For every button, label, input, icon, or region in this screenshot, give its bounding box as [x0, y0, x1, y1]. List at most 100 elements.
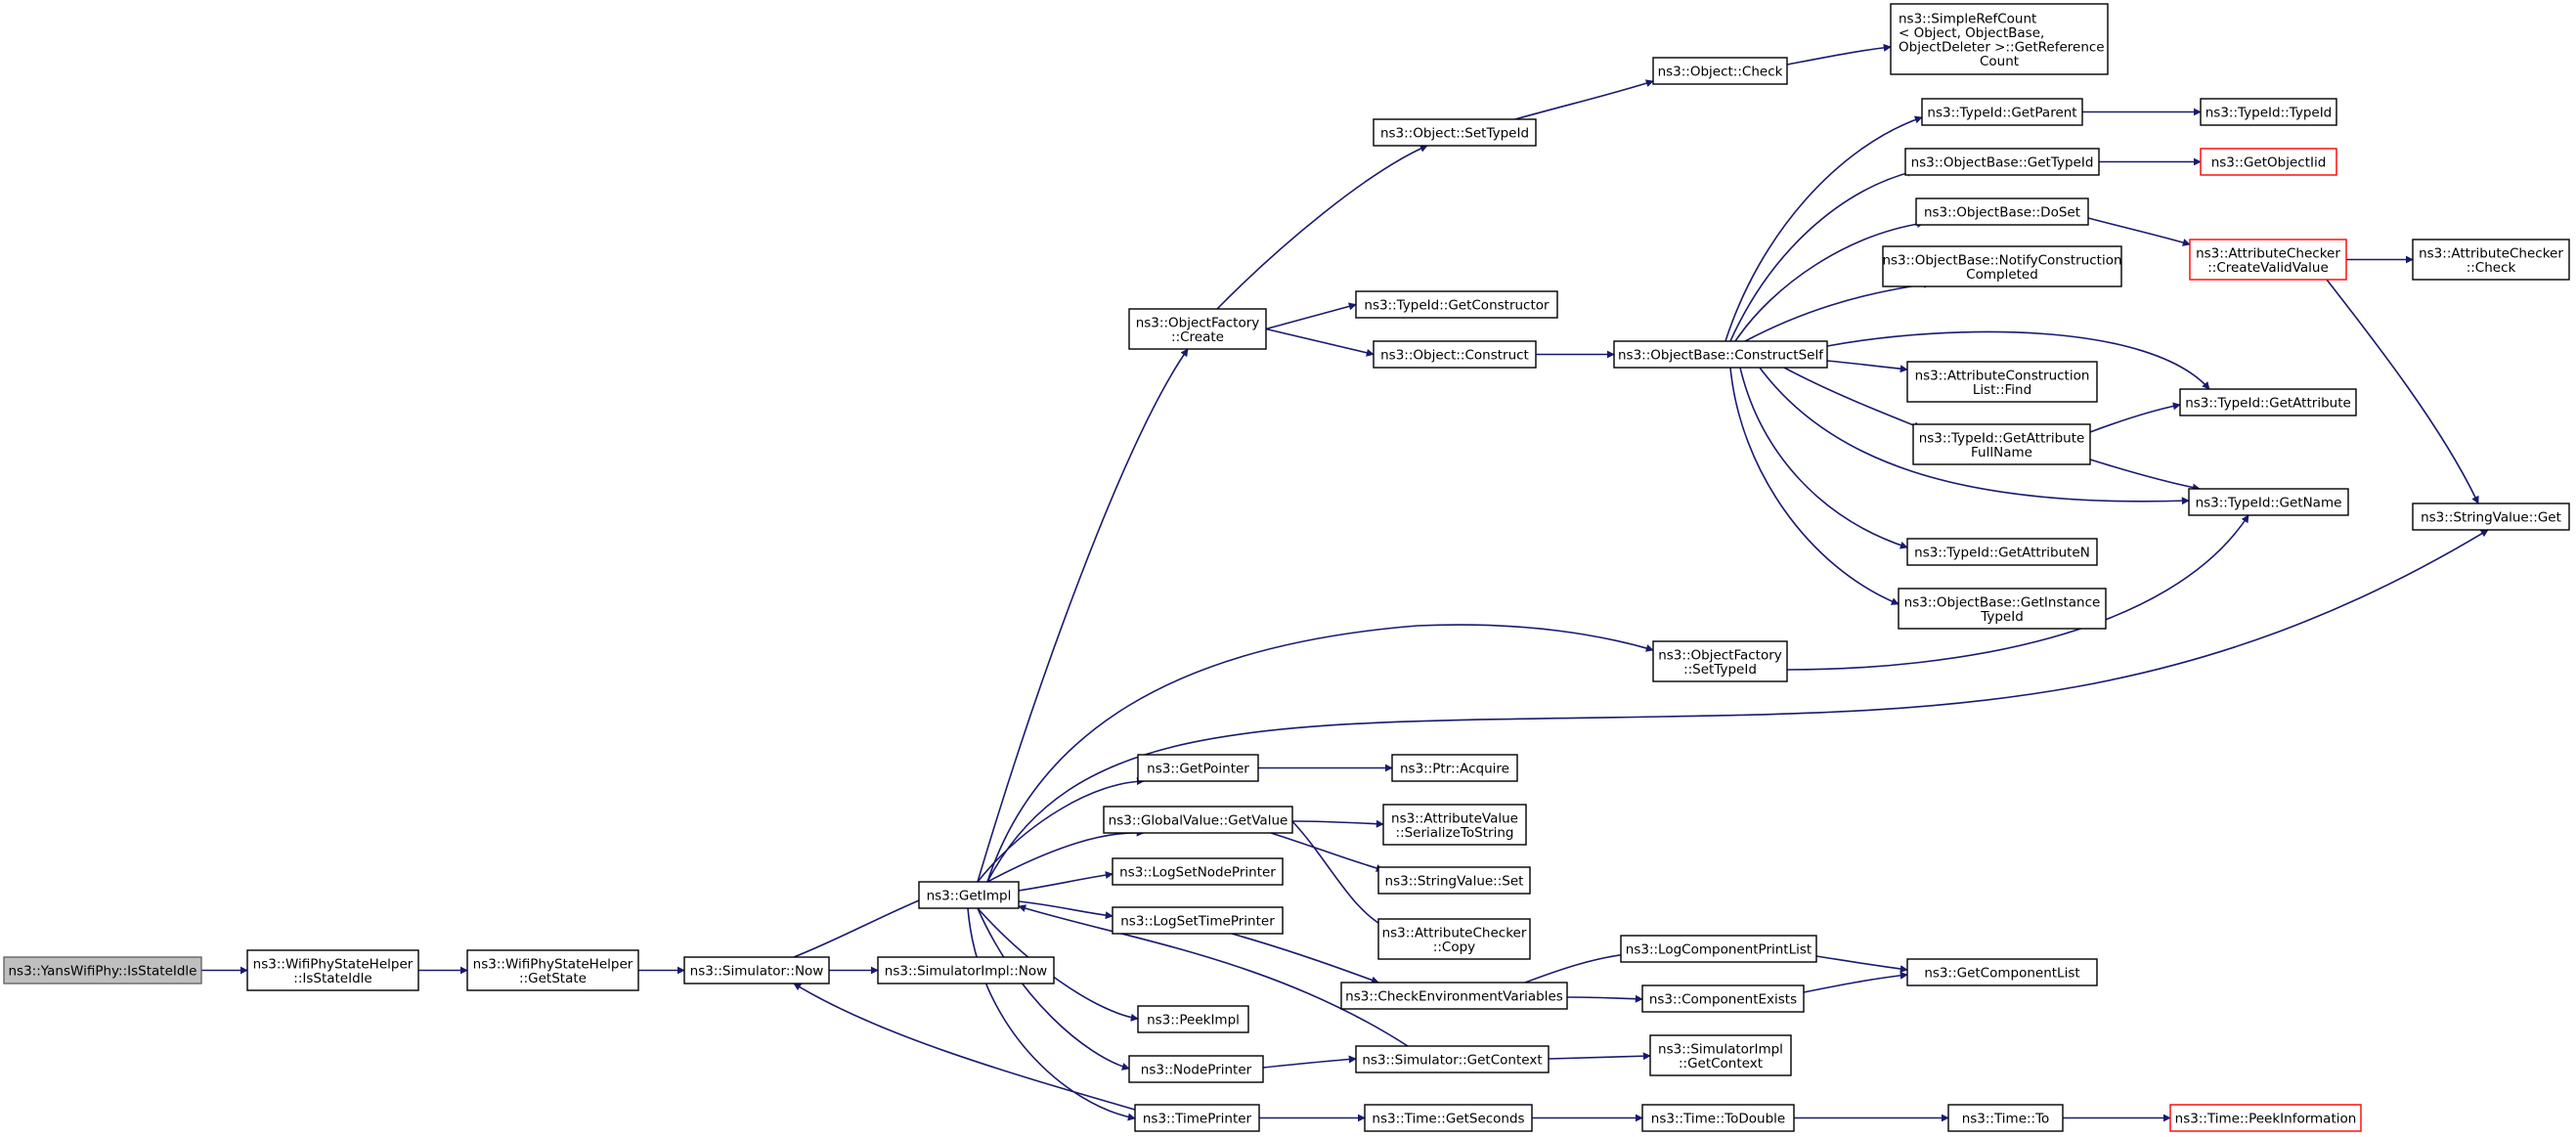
edge-typeid_getattributefullname-to-typeid_getattribute — [2089, 402, 2181, 433]
node-ob-constructself[interactable]: ns3::ObjectBase::ConstructSelf — [1613, 340, 1828, 369]
node-box — [1641, 1104, 1795, 1132]
node-label: Completed — [1966, 267, 2038, 283]
node-ob-notifyconstruction[interactable]: ns3::ObjectBase::NotifyConstructionCompl… — [1882, 245, 2122, 287]
call-edges — [201, 43, 2489, 1122]
node-logcomponentprintlist[interactable]: ns3::LogComponentPrintList — [1620, 935, 1817, 963]
node-of-settypeid[interactable]: ns3::ObjectFactory::SetTypeId — [1652, 640, 1788, 682]
node-label: ns3::AttributeConstruction — [1915, 368, 2090, 383]
node-helper-isstateidle[interactable]: ns3::WifiPhyStateHelper::IsStateIdle — [246, 949, 419, 991]
node-logsetnodeprinter[interactable]: ns3::LogSetNodePrinter — [1112, 857, 1284, 886]
node-timeprinter[interactable]: ns3::TimePrinter — [1134, 1104, 1260, 1132]
node-label: ns3::AttributeValue — [1391, 810, 1518, 826]
edge-ob_constructself-to-typeid_getattributen — [1739, 367, 1908, 549]
node-stringvalue-get[interactable]: ns3::StringValue::Get — [2412, 503, 2570, 531]
node-box — [1137, 1005, 1249, 1033]
node-box — [1103, 806, 1293, 834]
node-box — [1128, 308, 1267, 350]
edge-getimpl-to-of_settypeid — [986, 624, 1654, 883]
node-getpointer[interactable]: ns3::GetPointer — [1137, 754, 1259, 782]
node-simimpl-getcontext[interactable]: ns3::SimulatorImpl::GetContext — [1649, 1034, 1792, 1076]
node-box — [877, 956, 1055, 984]
node-label: ::SerializeToString — [1396, 825, 1514, 841]
node-box — [1912, 423, 2091, 465]
node-obj-check[interactable]: ns3::Object::Check — [1652, 57, 1788, 85]
node-label: ns3::Simulator::Now — [690, 964, 824, 980]
node-box — [1652, 640, 1788, 682]
node-typeid-getattributen[interactable]: ns3::TypeId::GetAttributeN — [1906, 538, 2098, 566]
edge-gv_getvalue-to-av_serialize — [1291, 819, 1384, 828]
node-ac-check[interactable]: ns3::AttributeChecker::Check — [2412, 239, 2570, 281]
edge-of_create-to-typeid_getconstructor — [1265, 302, 1357, 330]
node-nodeprinter[interactable]: ns3::NodePrinter — [1128, 1055, 1264, 1083]
node-of-create[interactable]: ns3::ObjectFactory::Create — [1128, 308, 1267, 350]
node-getimpl[interactable]: ns3::GetImpl — [918, 881, 1020, 909]
node-stringvalue-set[interactable]: ns3::StringValue::Set — [1377, 866, 1531, 895]
node-ob-doset[interactable]: ns3::ObjectBase::DoSet — [1915, 197, 2089, 226]
node-box — [2412, 239, 2570, 281]
node-typeid-getconstructor[interactable]: ns3::TypeId::GetConstructor — [1355, 290, 1558, 319]
node-ac-copy[interactable]: ns3::AttributeChecker::Copy — [1377, 918, 1531, 960]
node-box — [1613, 340, 1828, 369]
node-box — [2169, 1104, 2362, 1132]
edge-ob_constructself-to-ob_doset — [1734, 220, 1925, 342]
node-time-peekinformation[interactable]: ns3::Time::PeekInformation — [2169, 1104, 2362, 1132]
node-ac-createvalidvalue[interactable]: ns3::AttributeChecker::CreateValidValue — [2189, 239, 2347, 281]
edge-of_create-to-obj_settypeid — [1216, 145, 1428, 310]
node-helper-getstate[interactable]: ns3::WifiPhyStateHelper::GetState — [466, 949, 639, 991]
node-typeid-getattribute[interactable]: ns3::TypeId::GetAttribute — [2179, 388, 2357, 416]
node-box — [1134, 1104, 1260, 1132]
edge-getimpl-to-logsettimeprinter — [1018, 900, 1113, 920]
node-sim-now[interactable]: ns3::Simulator::Now — [683, 956, 830, 984]
node-typeid-typeid[interactable]: ns3::TypeId::TypeId — [2200, 98, 2337, 126]
node-label: ns3::CheckEnvironmentVariables — [1345, 989, 1563, 1005]
node-getcomponentlist[interactable]: ns3::GetComponentList — [1906, 958, 2098, 986]
node-box — [1620, 935, 1817, 963]
node-label: ns3::GetComponentList — [1924, 966, 2079, 982]
node-simplerefcount[interactable]: ns3::SimpleRefCount< Object, ObjectBase,… — [1890, 3, 2109, 75]
node-box — [1915, 197, 2089, 226]
node-box — [1373, 118, 1537, 147]
node-typeid-getparent[interactable]: ns3::TypeId::GetParent — [1921, 98, 2083, 126]
node-ptr-acquire[interactable]: ns3::Ptr::Acquire — [1391, 754, 1518, 782]
node-peekimpl[interactable]: ns3::PeekImpl — [1137, 1005, 1249, 1033]
node-label: ns3::StringValue::Get — [2421, 510, 2561, 526]
node-obj-settypeid[interactable]: ns3::Object::SetTypeId — [1373, 118, 1537, 147]
node-box — [1377, 866, 1531, 895]
node-label: ns3::Time::To — [1962, 1112, 2050, 1127]
node-label: ns3::ObjectBase::NotifyConstruction — [1882, 252, 2121, 268]
node-box — [2179, 388, 2357, 416]
edge-ob_doset-to-ac_createvalidvalue — [2087, 217, 2191, 246]
node-label: ns3::TypeId::TypeId — [2205, 106, 2333, 121]
node-box — [466, 949, 639, 991]
node-time-todouble[interactable]: ns3::Time::ToDouble — [1641, 1104, 1795, 1132]
node-label: ns3::WifiPhyStateHelper — [473, 956, 633, 972]
node-box — [1906, 538, 2098, 566]
edge-ob_constructself-to-ob_notifyconstruction — [1744, 280, 1932, 342]
node-box — [2189, 239, 2347, 281]
node-box — [1382, 804, 1527, 846]
node-ob-gettypeid[interactable]: ns3::ObjectBase::GetTypeId — [1904, 148, 2100, 176]
node-logsettimeprinter[interactable]: ns3::LogSetTimePrinter — [1112, 906, 1284, 935]
node-gv-getvalue[interactable]: ns3::GlobalValue::GetValue — [1103, 806, 1293, 834]
node-getobjectiid[interactable]: ns3::GetObjectIid — [2200, 148, 2337, 176]
node-componentexists[interactable]: ns3::ComponentExists — [1641, 984, 1805, 1013]
node-sim-getcontext[interactable]: ns3::Simulator::GetContext — [1355, 1045, 1550, 1073]
node-time-to[interactable]: ns3::Time::To — [1947, 1104, 2064, 1132]
call-nodes: ns3::YansWifiPhy::IsStateIdle ns3::WifiPh… — [3, 3, 2570, 1132]
node-box — [2412, 503, 2570, 531]
node-box — [2200, 148, 2337, 176]
node-obj-construct[interactable]: ns3::Object::Construct — [1373, 340, 1537, 369]
node-checkenv[interactable]: ns3::CheckEnvironmentVariables — [1340, 982, 1568, 1010]
node-simimpl-now[interactable]: ns3::SimulatorImpl::Now — [877, 956, 1055, 984]
node-box — [1898, 588, 2107, 630]
node-typeid-getname[interactable]: ns3::TypeId::GetName — [2188, 488, 2349, 516]
node-av-serialize[interactable]: ns3::AttributeValue::SerializeToString — [1382, 804, 1527, 846]
node-label: ns3::Object::SetTypeId — [1380, 126, 1529, 142]
edge-checkenv-to-componentexists — [1566, 994, 1643, 1003]
node-isstateidle[interactable]: ns3::YansWifiPhy::IsStateIdle — [3, 956, 202, 984]
node-time-getseconds[interactable]: ns3::Time::GetSeconds — [1364, 1104, 1533, 1132]
